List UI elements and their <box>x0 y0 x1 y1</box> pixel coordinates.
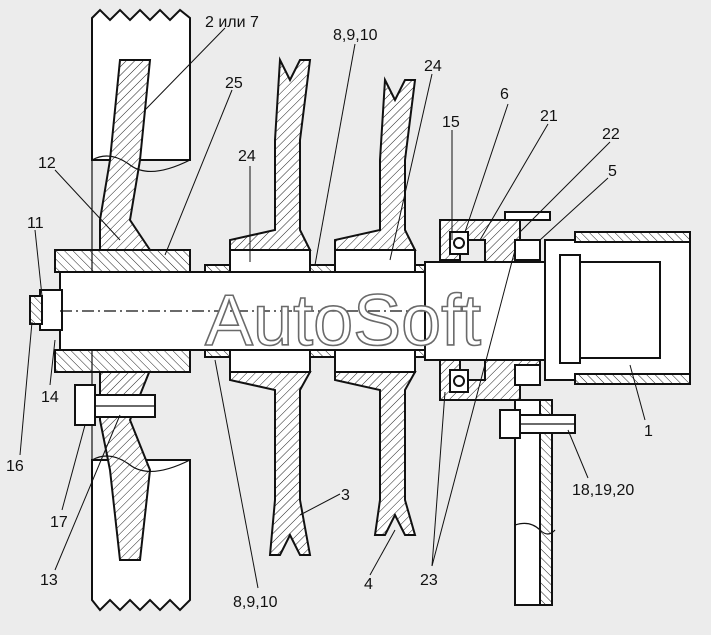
label-14: 14 <box>41 389 59 406</box>
label-3: 3 <box>341 487 350 504</box>
label-5: 5 <box>608 163 617 180</box>
label-16: 16 <box>6 458 24 475</box>
label-23: 23 <box>420 572 438 589</box>
label-2-or-7: 2 или 7 <box>205 14 259 31</box>
label-15: 15 <box>442 114 460 131</box>
label-8-9-10-bottom: 8,9,10 <box>233 594 278 611</box>
label-4: 4 <box>364 576 373 593</box>
label-24-left: 24 <box>238 148 256 165</box>
watermark-text: AutoSoft <box>205 281 481 361</box>
label-11: 11 <box>27 215 44 232</box>
label-22: 22 <box>602 126 620 143</box>
large-pulley <box>54 8 191 612</box>
label-8-9-10-top: 8,9,10 <box>333 27 378 44</box>
label-17: 17 <box>50 514 68 531</box>
bearing-housing <box>424 219 546 401</box>
label-21: 21 <box>540 108 558 125</box>
bolt-18-19-20 <box>499 409 576 439</box>
leader-lines <box>19 27 646 589</box>
label-1: 1 <box>644 423 653 440</box>
bolt-17 <box>74 384 156 426</box>
label-13: 13 <box>40 572 58 589</box>
part-labels: 2 или 7 8,9,10 24 25 6 15 21 22 12 24 5 … <box>6 14 653 611</box>
label-25: 25 <box>225 75 243 92</box>
label-6: 6 <box>500 86 509 103</box>
label-24-right: 24 <box>424 58 442 75</box>
label-12: 12 <box>38 155 56 172</box>
pulley-4 <box>334 76 417 536</box>
tube-part-1 <box>544 231 691 385</box>
label-18-19-20: 18,19,20 <box>572 482 634 499</box>
